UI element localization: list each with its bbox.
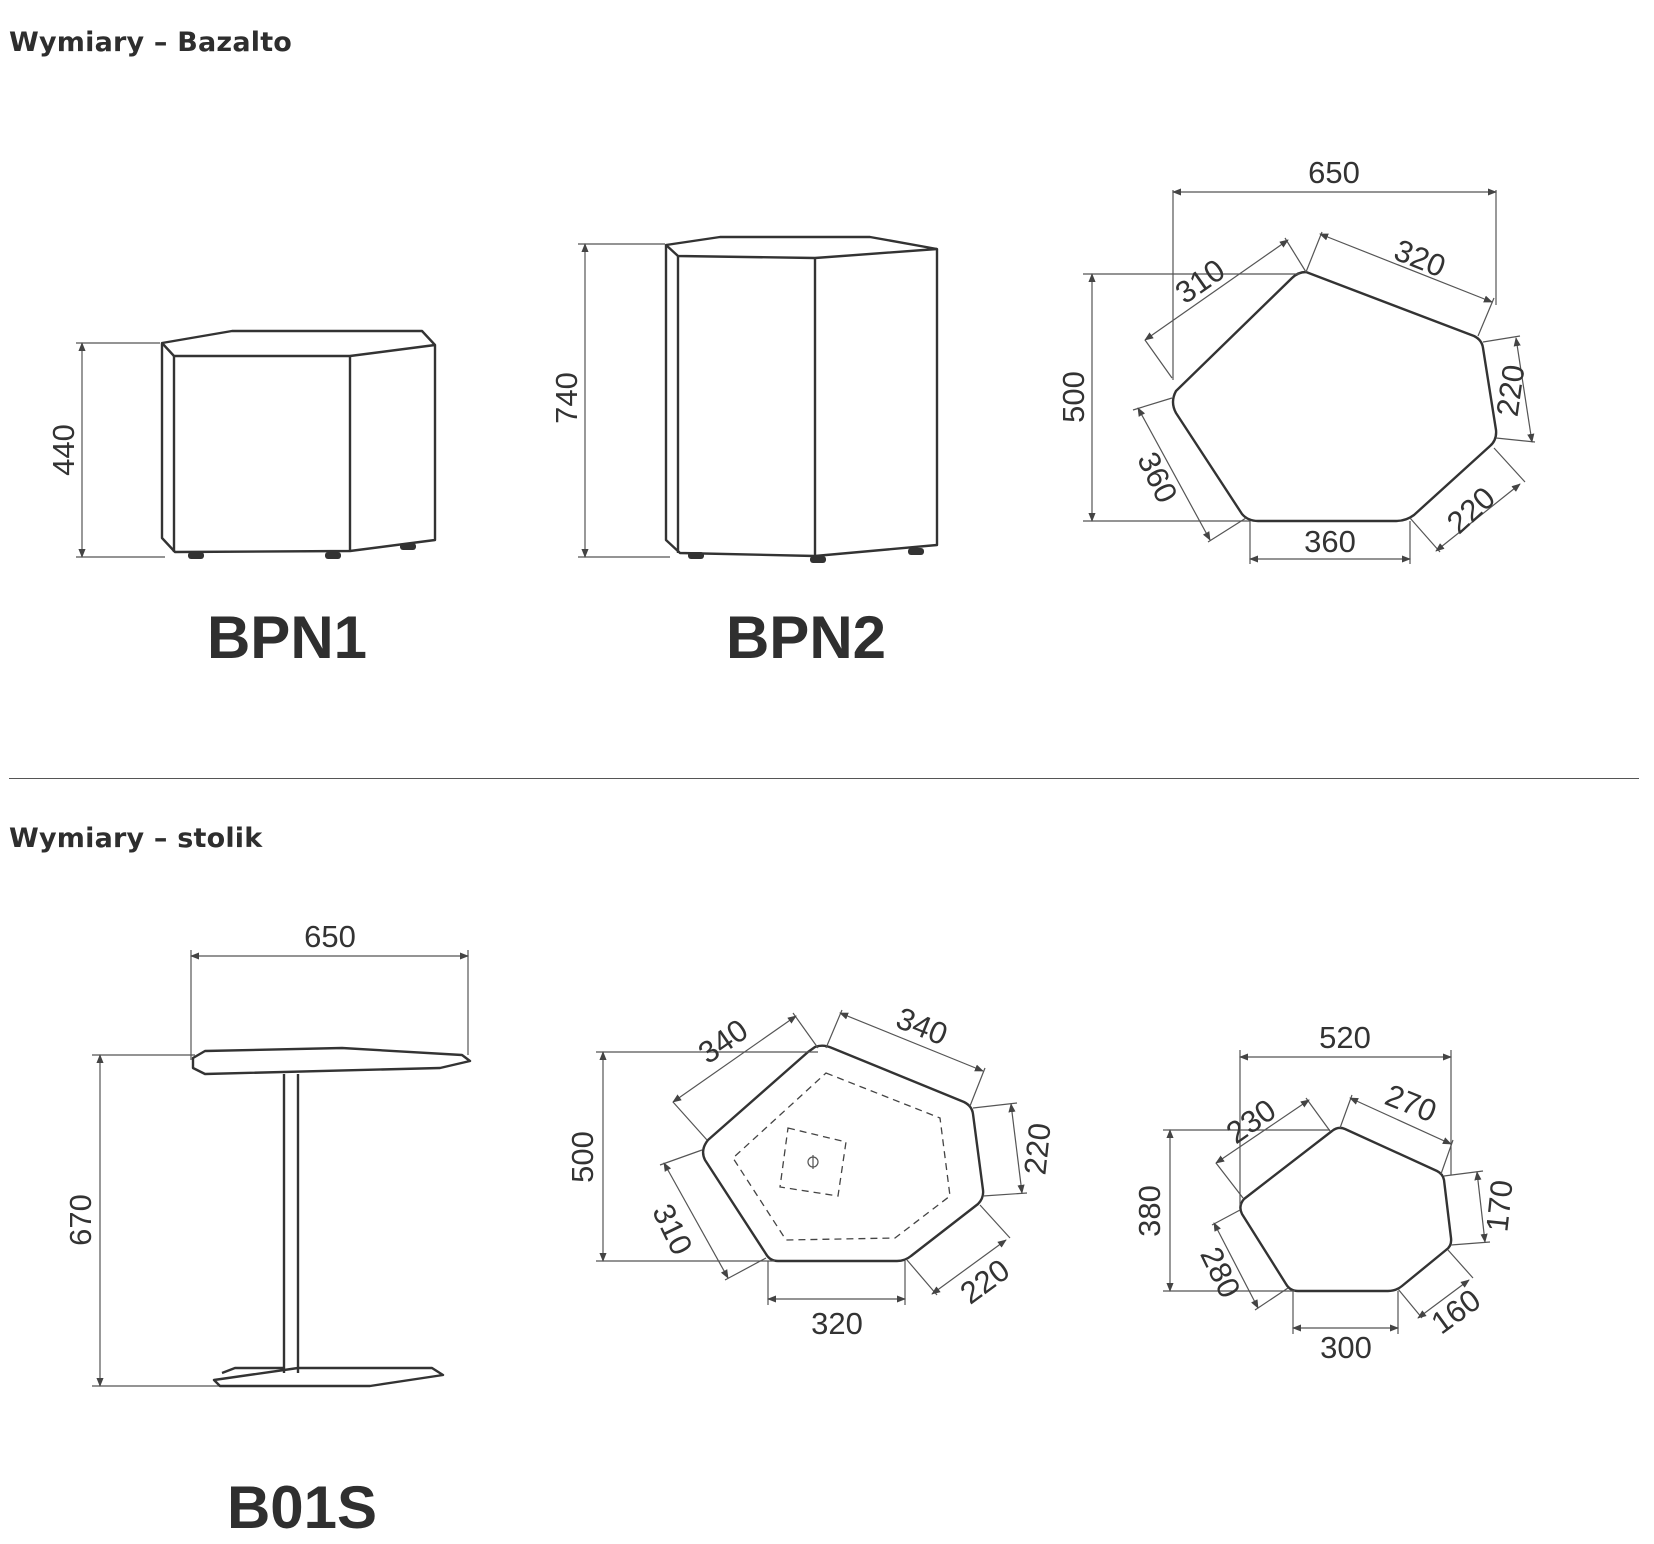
bpn1-drawing: 440 BPN1 — [46, 329, 437, 671]
svg-text:230: 230 — [1220, 1092, 1282, 1150]
svg-text:160: 160 — [1425, 1282, 1487, 1341]
svg-text:520: 520 — [1319, 1020, 1371, 1055]
bazalto-outline — [1171, 270, 1498, 523]
svg-text:360: 360 — [1304, 524, 1356, 559]
stolik-base-outline — [1239, 1126, 1453, 1293]
svg-text:340: 340 — [891, 1000, 952, 1052]
svg-text:220: 220 — [1017, 1121, 1057, 1176]
b01s-width-label: 650 — [304, 919, 356, 954]
section-divider — [9, 778, 1639, 779]
b01s-base — [212, 1366, 445, 1388]
stolik-tabletop-plan-view: 500 340 340 220 220 320 310 — [565, 1000, 1058, 1341]
bpn2-drawing: 740 BPN2 — [549, 235, 939, 671]
b01s-tabletop — [191, 1046, 472, 1076]
section-title-bazalto: Wymiary – Bazalto — [9, 27, 293, 58]
svg-text:500: 500 — [565, 1131, 600, 1183]
b01s-height-label: 670 — [63, 1194, 98, 1246]
bazalto-width-label: 650 — [1308, 155, 1360, 190]
bazalto-plan-view: 650 500 310 320 220 220 360 360 — [1056, 155, 1536, 564]
b01s-side-view: 650 670 B01S — [63, 919, 472, 1541]
svg-text:340: 340 — [692, 1012, 754, 1070]
bpn1-label: BPN1 — [207, 604, 367, 671]
svg-text:380: 380 — [1132, 1185, 1167, 1237]
svg-text:360: 360 — [1130, 446, 1184, 508]
svg-text:320: 320 — [1389, 232, 1450, 284]
bpn1-height-label: 440 — [46, 424, 81, 476]
svg-text:220: 220 — [1490, 362, 1532, 418]
svg-text:310: 310 — [1169, 252, 1231, 310]
svg-text:170: 170 — [1479, 1178, 1519, 1233]
svg-text:310: 310 — [645, 1198, 699, 1260]
svg-text:220: 220 — [954, 1252, 1016, 1311]
stolik-base-plan-view: 520 380 230 270 170 160 300 280 — [1132, 1020, 1520, 1365]
svg-text:270: 270 — [1380, 1077, 1441, 1129]
stolik-tabletop-outline — [701, 1044, 985, 1263]
b01s-post — [282, 1074, 300, 1373]
bpn1-body — [160, 329, 437, 554]
bpn2-height-label: 740 — [549, 372, 584, 424]
svg-text:300: 300 — [1320, 1330, 1372, 1365]
bpn2-body — [664, 235, 939, 558]
svg-text:220: 220 — [1440, 480, 1502, 541]
bpn2-label: BPN2 — [726, 604, 886, 671]
svg-text:320: 320 — [811, 1306, 863, 1341]
svg-text:280: 280 — [1193, 1241, 1247, 1303]
svg-text:500: 500 — [1056, 371, 1091, 423]
b01s-label: B01S — [227, 1474, 377, 1541]
section-title-stolik: Wymiary – stolik — [9, 823, 263, 854]
